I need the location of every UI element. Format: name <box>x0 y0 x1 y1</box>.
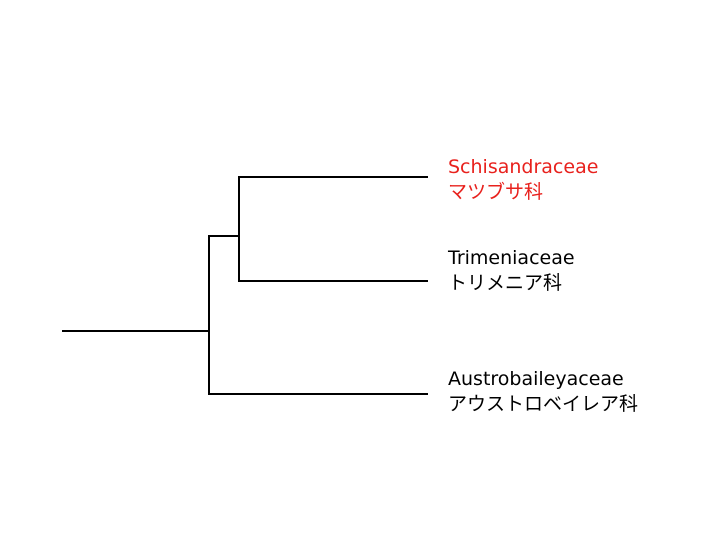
taxon-label-schisandraceae: Schisandraceae マツブサ科 <box>448 155 598 205</box>
taxon-japanese-name: トリメニア科 <box>448 272 563 294</box>
taxon-latin-name: Schisandraceae <box>448 156 599 178</box>
taxon-latin-name: Trimeniaceae <box>448 247 575 269</box>
taxon-latin-name: Austrobaileyaceae <box>448 368 624 390</box>
taxon-japanese-name: アウストロベイレア科 <box>448 393 639 415</box>
taxon-label-trimeniaceae: Trimeniaceae トリメニア科 <box>448 246 575 296</box>
taxon-label-austrobaileyaceae: Austrobaileyaceae アウストロベイレア科 <box>448 367 638 417</box>
taxon-japanese-name: マツブサ科 <box>448 181 544 203</box>
